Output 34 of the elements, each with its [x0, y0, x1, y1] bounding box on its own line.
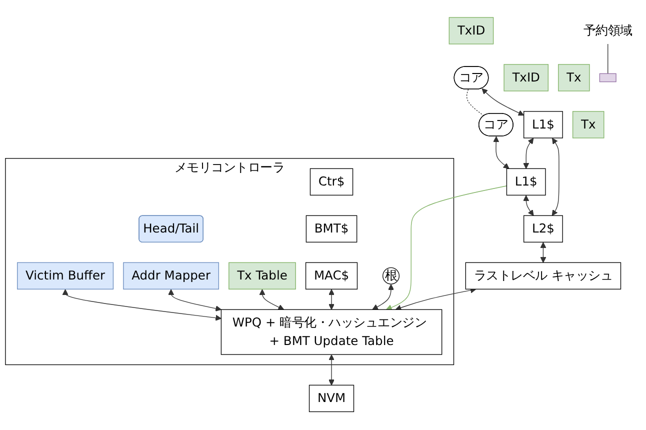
connector — [466, 89, 484, 117]
node-box: L2$ — [523, 216, 563, 243]
arrow — [168, 290, 222, 312]
arrow — [523, 196, 534, 216]
arrow — [62, 290, 222, 322]
arrow — [386, 186, 508, 311]
arrow — [523, 138, 534, 170]
arrow — [493, 136, 510, 170]
arrow — [552, 138, 560, 216]
arrow — [328, 290, 334, 310]
node-box: L1$ — [523, 111, 563, 139]
node-box — [599, 74, 616, 83]
arrow — [395, 288, 476, 312]
arrow — [482, 88, 524, 116]
node-box: Tx — [558, 64, 590, 92]
node-box: L1$ — [506, 168, 546, 196]
node-box: ラストレベル キャッシュ — [465, 262, 622, 290]
node-text: 予約領域 — [583, 24, 632, 38]
arrow — [259, 290, 284, 310]
node-circle: 根 — [382, 268, 400, 285]
arrow — [540, 242, 546, 264]
node-box: MAC$ — [305, 262, 358, 290]
arrow — [372, 284, 394, 310]
node-box: Addr Mapper — [123, 262, 220, 290]
node-box: TxID — [504, 64, 548, 92]
arrow — [328, 354, 334, 386]
node-box: NVM — [308, 385, 354, 412]
node-box: WPQ + 暗号化・ハッシュエンジン + BMT Update Table — [220, 310, 442, 356]
node-box: TxID — [448, 18, 494, 45]
node-box: BMT$ — [306, 216, 358, 243]
node-box: Tx Table — [228, 262, 296, 290]
node-box: Tx — [572, 111, 604, 139]
node-box: Victim Buffer — [17, 262, 114, 290]
node-box: Ctr$ — [310, 168, 354, 196]
